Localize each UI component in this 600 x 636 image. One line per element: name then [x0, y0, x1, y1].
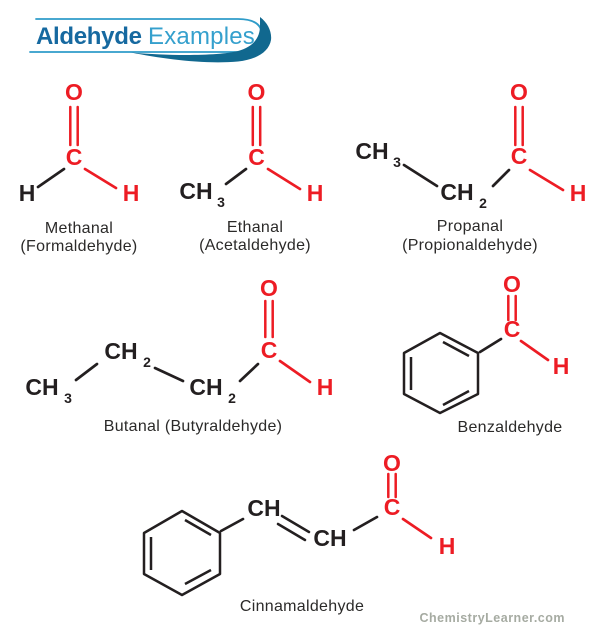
carbon-atom: C	[511, 143, 528, 169]
title-banner: Aldehyde Examples	[29, 17, 272, 63]
carbon-atom: C	[261, 337, 278, 363]
hydrogen-atom: H	[317, 374, 334, 400]
methylene-group: CH	[440, 179, 473, 205]
methylene-group: CH	[104, 338, 137, 364]
cc-double-bond-line	[276, 522, 307, 542]
ring-double-bond-line	[184, 568, 212, 586]
ch-single-bond	[278, 359, 312, 384]
molecule-cinnamaldehyde: CH CH C O H Cinnamaldehyde	[142, 450, 456, 615]
molecule-alt-name: (Propionaldehyde)	[402, 237, 538, 254]
ring-to-carbonyl-bond	[478, 337, 503, 354]
cc-single-bond	[224, 167, 248, 186]
ch-single-bond	[519, 339, 550, 362]
ring-double-bond-line	[442, 389, 470, 407]
cc-single-bond	[402, 163, 439, 188]
subscript-2: 2	[479, 195, 487, 211]
hydrogen-atom: H	[570, 180, 587, 206]
carbon-atom: C	[384, 494, 401, 520]
ch-single-bond	[83, 167, 118, 190]
subscript-3: 3	[217, 194, 225, 210]
hydrogen-atom: H	[553, 353, 570, 379]
benzene-ring	[402, 331, 480, 415]
carbon-atom: C	[504, 316, 521, 342]
oxygen-atom: O	[503, 271, 521, 297]
methyl-group: CH	[179, 178, 212, 204]
molecule-benzaldehyde: C O H Benzaldehyde	[402, 271, 570, 436]
oxygen-atom: O	[65, 79, 83, 105]
cc-single-bond	[491, 168, 511, 188]
molecule-alt-name: (Acetaldehyde)	[199, 237, 311, 254]
carbon-atom: C	[248, 144, 265, 170]
hydrogen-atom: H	[439, 533, 456, 559]
molecule-propanal: CH 3 CH 2 C O H Propanal (Propionaldehyd…	[355, 79, 586, 254]
page-title-bold: Aldehyde	[36, 23, 142, 50]
subscript-2: 2	[143, 354, 151, 370]
oxygen-atom: O	[383, 450, 401, 476]
molecule-ethanal: O C CH 3 H Ethanal (Acetaldehyde)	[179, 79, 323, 254]
ch-single-bond	[36, 167, 66, 189]
ring-double-bond-line	[442, 340, 470, 358]
molecule-name: Cinnamaldehyde	[240, 598, 364, 615]
ch-single-bond	[528, 168, 565, 192]
ring-double-bond-line	[184, 518, 212, 537]
ch-single-bond	[401, 517, 433, 540]
methyl-group: CH	[25, 374, 58, 400]
molecule-name: Methanal	[45, 220, 113, 237]
molecule-name: Butanal (Butyraldehyde)	[104, 418, 283, 435]
oxygen-atom: O	[510, 79, 528, 105]
methylene-group: CH	[189, 374, 222, 400]
molecule-name: Benzaldehyde	[457, 419, 562, 436]
molecule-name: Ethanal	[227, 219, 283, 236]
hydrogen-atom: H	[123, 180, 140, 206]
oxygen-atom: O	[248, 79, 266, 105]
subscript-3: 3	[393, 154, 401, 170]
ring-to-vinyl-bond	[219, 517, 245, 533]
subscript-3: 3	[64, 390, 72, 406]
molecule-methanal: O C H H Methanal (Formaldehyde)	[19, 79, 140, 255]
cc-single-bond	[352, 515, 379, 532]
hydrogen-atom: H	[19, 180, 36, 206]
cc-single-bond	[153, 366, 185, 383]
site-watermark: ChemistryLearner.com	[420, 611, 565, 625]
oxygen-atom: O	[260, 275, 278, 301]
page-title-light: Examples	[148, 23, 255, 50]
cc-single-bond	[74, 362, 99, 382]
cc-double-bond-line	[280, 514, 311, 534]
methyl-group: CH	[355, 138, 388, 164]
hydrogen-atom: H	[307, 180, 324, 206]
subscript-2: 2	[228, 390, 236, 406]
vinyl-ch-group: CH	[247, 495, 280, 521]
carbon-atom: C	[66, 144, 83, 170]
molecule-alt-name: (Formaldehyde)	[20, 238, 137, 255]
molecule-name: Propanal	[437, 218, 503, 235]
cc-single-bond	[238, 362, 260, 383]
benzene-ring	[142, 509, 222, 597]
molecule-butanal: CH 3 CH 2 CH 2 C O H Butanal (Butyraldeh…	[25, 275, 333, 435]
ch-single-bond	[266, 167, 302, 191]
vinyl-ch-group: CH	[313, 525, 346, 551]
